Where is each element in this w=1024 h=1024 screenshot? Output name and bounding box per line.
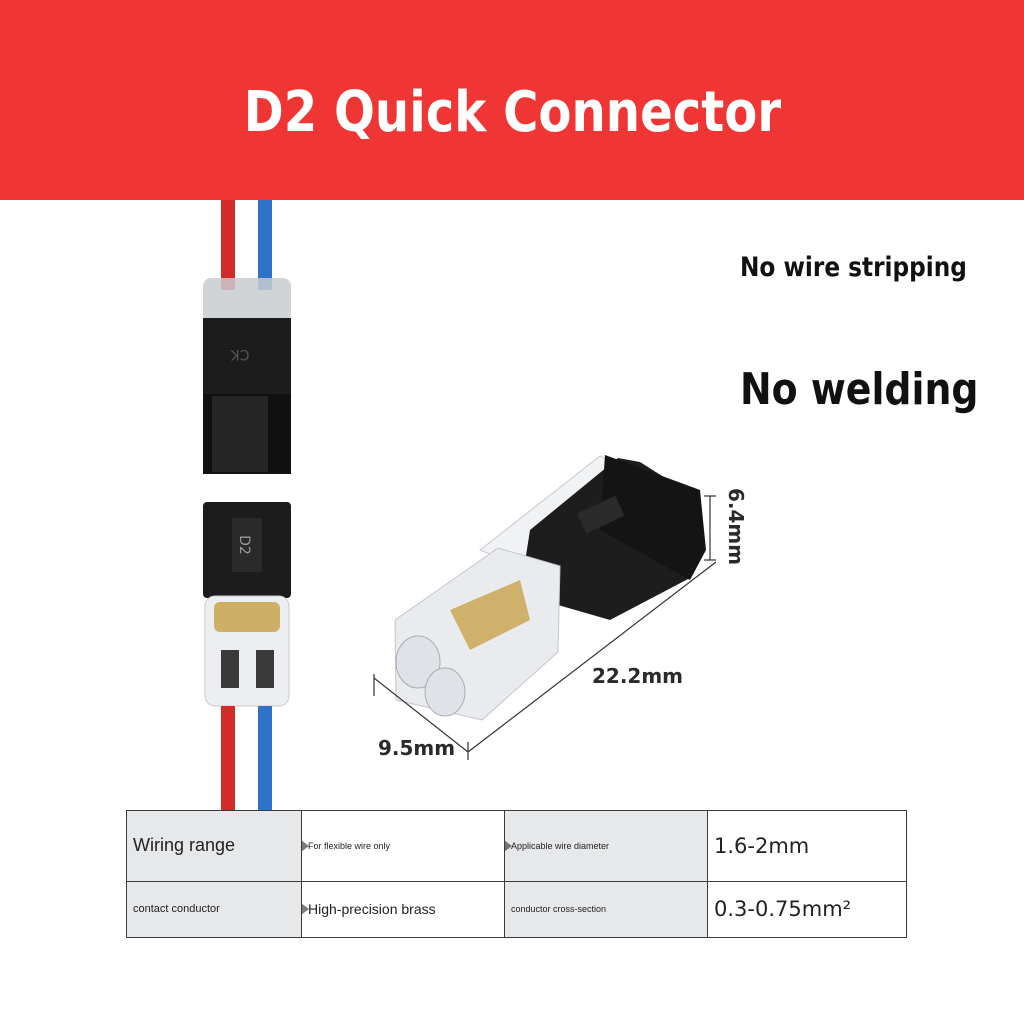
blue-wire-bottom	[258, 706, 272, 810]
blue-wire-top	[258, 200, 272, 290]
title-banner: D2 Quick Connector	[0, 0, 1024, 200]
spec-value: 1.6-2mm	[707, 810, 907, 882]
connector-top: CK	[203, 278, 291, 474]
table-row: Wiring range For flexible wire only Appl…	[126, 810, 907, 882]
spec-note: For flexible wire only	[301, 810, 505, 882]
svg-text:CK: CK	[230, 346, 250, 362]
spec-label: Wiring range	[126, 810, 302, 882]
connector-mark-d2: D2	[236, 535, 252, 555]
spec-property: Applicable wire diameter	[504, 810, 708, 882]
dimension-lines	[373, 495, 717, 760]
red-wire-top	[221, 200, 235, 290]
red-wire-bottom	[221, 706, 235, 810]
connector-angled	[394, 455, 706, 721]
dimension-length: 22.2mm	[592, 664, 684, 688]
spec-note: High-precision brass	[301, 880, 505, 939]
spec-value: 0.3-0.75mm²	[707, 880, 907, 939]
feature-no-welding: No welding	[740, 364, 979, 415]
feature-no-stripping: No wire stripping	[740, 252, 967, 283]
table-row: contact conductor High-precision brass c…	[126, 880, 907, 939]
connector-bottom: D2	[203, 502, 291, 707]
spec-label: contact conductor	[126, 880, 302, 939]
dimension-height: 6.4mm	[724, 488, 748, 566]
specs-table: Wiring range For flexible wire only Appl…	[126, 810, 907, 939]
product-illustration: CK D2	[203, 200, 717, 810]
dimension-width: 9.5mm	[378, 736, 456, 760]
banner-title: D2 Quick Connector	[243, 79, 781, 145]
spec-property: conductor cross-section	[504, 880, 708, 939]
